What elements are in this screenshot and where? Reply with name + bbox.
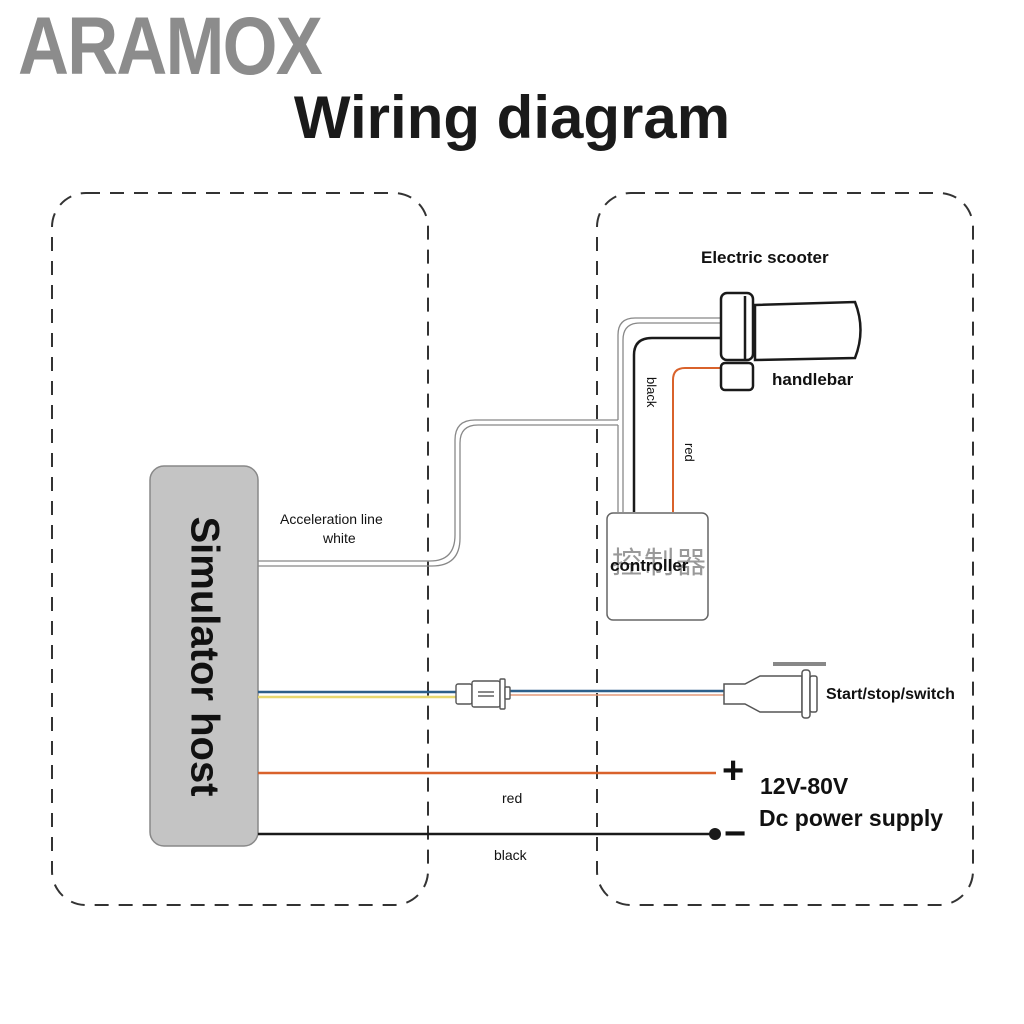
start-stop-switch — [723, 662, 826, 719]
right-panel-border — [596, 192, 974, 906]
electric-scooter-label: Electric scooter — [701, 248, 829, 267]
black-wire-label: black — [494, 847, 527, 863]
simulator-host-label: Simulator host — [182, 515, 227, 797]
controller-box — [606, 512, 709, 621]
minus-symbol: − — [724, 813, 747, 855]
inline-connector — [455, 678, 511, 710]
controller-chinese-label: 控制器 — [612, 546, 708, 581]
red-wire-vertical-label: red — [682, 443, 697, 462]
controller-label: controller — [610, 556, 689, 575]
plus-symbol: + — [722, 750, 745, 792]
black-wire-vertical-label: black — [644, 377, 659, 408]
voltage-label: 12V-80V — [760, 773, 849, 799]
brand-logo: ARAMOX — [18, 1, 323, 92]
handlebar-throttle — [719, 291, 862, 392]
start-stop-switch-label: Start/stop/switch — [826, 686, 955, 703]
handlebar-red-wire — [672, 367, 722, 512]
handlebar-label: handlebar — [772, 370, 854, 389]
acceleration-white-label: white — [323, 530, 356, 546]
acceleration-line-label: Acceleration line — [280, 511, 383, 527]
page-title: Wiring diagram — [293, 84, 731, 151]
acceleration-wire-white — [258, 317, 722, 567]
simulator-host-box — [149, 465, 259, 847]
negative-terminal-dot — [709, 828, 721, 840]
handlebar-black-wire — [632, 336, 722, 512]
left-panel-border — [51, 192, 429, 906]
power-supply-label: Dc power supply — [759, 805, 944, 831]
red-wire-label: red — [502, 790, 523, 806]
